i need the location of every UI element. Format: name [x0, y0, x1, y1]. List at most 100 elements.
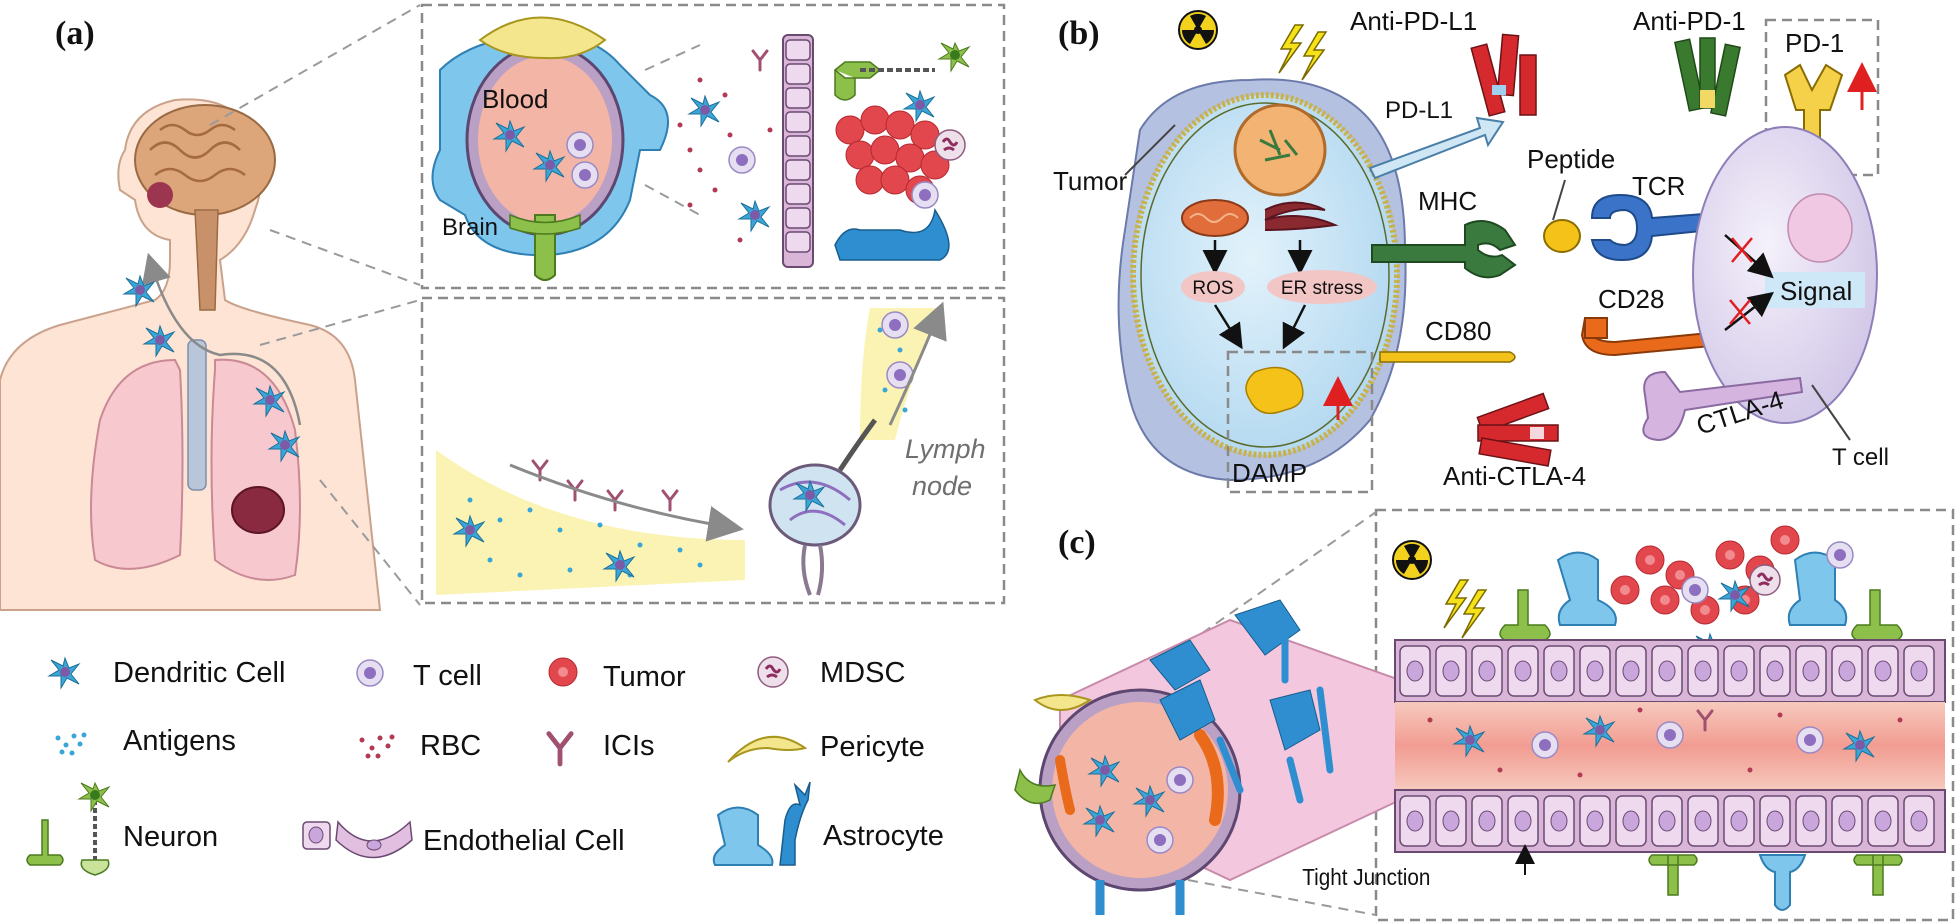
brain-metastasis	[147, 182, 173, 208]
legend-pericyte: Pericyte	[820, 731, 925, 763]
antigens-icon	[55, 732, 87, 756]
cd80-ligand	[1379, 351, 1516, 363]
tight-junction-label: Tight Junction	[1302, 864, 1430, 890]
ctla-4-receptor	[1642, 370, 1804, 442]
capillary-3d-illustration	[1014, 599, 1401, 915]
cd28-receptor-head	[1584, 317, 1608, 339]
damp-label: DAMP	[1232, 458, 1307, 488]
pericyte-icon	[727, 735, 808, 763]
zoom-line	[1187, 511, 1377, 644]
peptide-label-line	[1552, 179, 1566, 221]
tcr-label: TCR	[1632, 171, 1685, 201]
lung-tumor	[231, 486, 285, 534]
legend-astrocyte: Astrocyte	[823, 820, 944, 852]
legend-mdsc: MDSC	[820, 657, 905, 689]
t-cell-icon	[356, 659, 384, 687]
legend-rbc: RBC	[420, 730, 481, 762]
ros-label: ROS	[1192, 278, 1233, 299]
lightning-icon	[1461, 589, 1487, 639]
anti-ctla-4-label: Anti-CTLA-4	[1443, 461, 1586, 491]
zoom-line	[644, 184, 701, 216]
cd28-block-mark	[1729, 299, 1751, 325]
mhc-molecule	[1371, 220, 1517, 279]
bbb-inset-box	[420, 3, 1006, 290]
anti-pd-l1-label: Anti-PD-L1	[1350, 6, 1477, 36]
tumor-label-line	[1124, 124, 1176, 176]
zoom-line	[269, 229, 421, 286]
ici-icon	[546, 731, 574, 767]
mhc-label: MHC	[1418, 186, 1477, 216]
panel-c-brain-side-top	[1499, 525, 1903, 665]
damp-box	[1226, 350, 1374, 494]
metastasis-path-arrow	[141, 252, 302, 426]
anti-pd-l1-antibody	[1470, 33, 1537, 117]
radiation-icon	[1392, 540, 1432, 580]
zoom-line	[319, 479, 421, 606]
t-cell-label-line	[1811, 384, 1851, 441]
neuron-icon	[26, 781, 111, 876]
anti-ctla-4-antibody	[1476, 392, 1559, 467]
panel-b-letter: (b)	[1058, 15, 1100, 52]
legend-tumor: Tumor	[603, 661, 686, 693]
pd-l1-label: PD-L1	[1385, 97, 1453, 124]
peptide-label: Peptide	[1527, 144, 1615, 174]
signal-box	[1765, 272, 1865, 308]
cd28-label: CD28	[1598, 284, 1664, 314]
brain-illustration	[134, 104, 276, 311]
tcr-receptor	[1590, 193, 1762, 262]
bbb-blood-side-cells	[677, 49, 773, 243]
rbc-icon	[359, 734, 395, 759]
t-cell-nucleus	[1787, 193, 1853, 263]
pd-1-label: PD-1	[1785, 28, 1844, 58]
zoom-line	[644, 44, 701, 71]
panel-c-vessel	[1394, 639, 1946, 853]
lungs-illustration	[90, 339, 301, 581]
panel-c-letter: (c)	[1058, 524, 1096, 561]
astrocyte-icon	[712, 781, 811, 866]
ros-bubble	[1181, 271, 1245, 303]
mdsc-icon	[756, 655, 790, 689]
radiation-icon	[1178, 10, 1218, 50]
pd-1-receptor	[1783, 63, 1844, 151]
lightning-icon	[1301, 31, 1327, 81]
pd-l1-ligand	[1368, 116, 1505, 180]
legend-t-cell: T cell	[413, 660, 482, 692]
blood-label: Blood	[482, 84, 549, 114]
legend-antigens: Antigens	[123, 725, 236, 757]
signal-label: Signal	[1780, 276, 1852, 306]
tumor-icon	[548, 657, 578, 687]
er-stress-label: ER stress	[1281, 278, 1363, 299]
dendritic-cell-icon	[48, 657, 80, 689]
brain-label: Brain	[442, 214, 498, 241]
lymph-label-line1: Lymph	[905, 434, 986, 464]
bbb-brain-side-cells	[833, 41, 971, 261]
zoom-line	[259, 299, 421, 346]
legend-endothelial-cell: Endothelial Cell	[423, 825, 625, 857]
lymph-inset-box	[420, 296, 1006, 605]
tumor-label: Tumor	[1053, 166, 1127, 196]
cd80-label: CD80	[1425, 316, 1491, 346]
tcr-block-mark	[1731, 237, 1753, 263]
legend: Dendritic Cell T cell Tumor MDSC Antigen…	[26, 655, 944, 876]
brain-capillary-illustration	[431, 16, 669, 281]
legend-icis: ICIs	[603, 730, 655, 762]
legend-neuron: Neuron	[123, 821, 218, 853]
t-cell-label: T cell	[1832, 444, 1889, 471]
anti-pd-1-label: Anti-PD-1	[1633, 6, 1746, 36]
endothelial-cell-icon	[302, 820, 413, 859]
panel-c-brain-side-bottom	[1648, 854, 1903, 911]
lymph-label-line2: node	[912, 471, 972, 501]
anti-pd-1-antibody	[1674, 37, 1741, 117]
zoom-line	[1187, 879, 1377, 916]
legend-dendritic-cell: Dendritic Cell	[113, 657, 285, 689]
zoom-line	[209, 4, 421, 126]
lightning-icon	[1278, 24, 1304, 74]
lightning-icon	[1443, 579, 1469, 629]
lymphatic-vessel-illustration	[436, 301, 947, 596]
er-stress-bubble	[1267, 270, 1377, 304]
endothelial-column	[782, 34, 814, 268]
peptide	[1543, 219, 1581, 253]
panel-a-letter: (a)	[55, 15, 95, 52]
cd28-signal-arrow	[1724, 291, 1774, 331]
